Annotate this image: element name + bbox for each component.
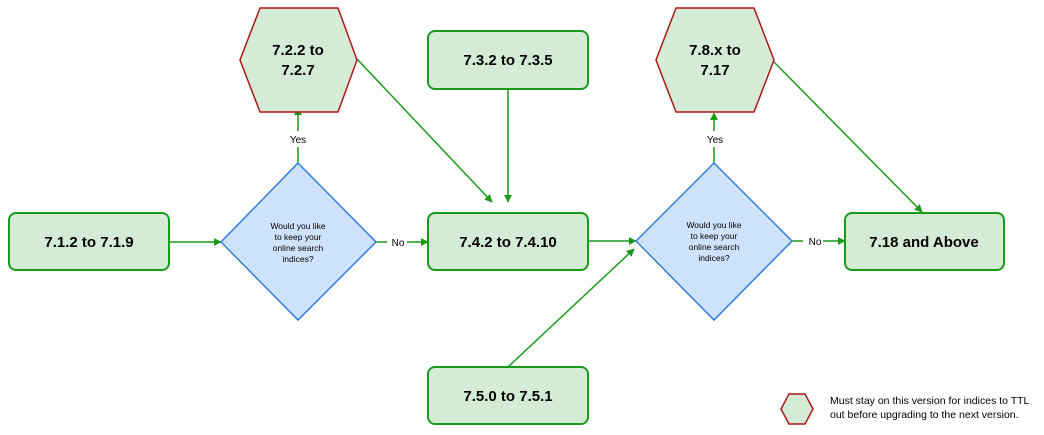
legend-text-line-1: Must stay on this version for indices to… [830, 395, 1030, 407]
node-label-line-2: 7.17 [700, 62, 729, 79]
node-label-line-2: 7.2.7 [281, 62, 314, 79]
arrow-78x-to-718 [772, 60, 923, 213]
node-7-18: 7.18 and Above [844, 212, 1005, 271]
node-label: 7.5.0 to 7.5.1 [463, 388, 552, 405]
node-label: 7.4.2 to 7.4.10 [459, 234, 557, 251]
edge-labels: Yes No Yes No [284, 131, 823, 249]
question-line-1: Would you like [270, 221, 325, 231]
edge-label-q1-no: No [392, 238, 405, 249]
legend-text-line-2: out before upgrading to the next version… [830, 409, 1019, 421]
decision-2: Would you like to keep your online searc… [634, 161, 794, 322]
question-line-2: to keep your [691, 231, 738, 241]
question-line-3: online search [273, 243, 324, 253]
edge-label-q2-yes: Yes [707, 135, 723, 146]
arrow-750-to-q2 [507, 248, 635, 368]
edge-label-q2-no: No [809, 237, 822, 248]
node-7-3-2: 7.3.2 to 7.3.5 [427, 30, 589, 90]
node-label-line-1: 7.8.x to [689, 42, 741, 59]
node-label: 7.1.2 to 7.1.9 [44, 234, 133, 251]
node-7-1-2: 7.1.2 to 7.1.9 [8, 212, 170, 271]
edge-label-q1-yes: Yes [290, 135, 306, 146]
question-line-1: Would you like [686, 220, 741, 230]
node-7-2-2-hexagon: 7.2.2 to 7.2.7 [239, 7, 358, 113]
question-line-3: online search [689, 242, 740, 252]
arrow-722-to-742 [356, 58, 493, 203]
node-7-4-2: 7.4.2 to 7.4.10 [427, 212, 589, 271]
node-label: 7.18 and Above [869, 234, 978, 251]
question-line-2: to keep your [275, 232, 322, 242]
question-line-4: indices? [698, 253, 729, 263]
legend: Must stay on this version for indices to… [780, 393, 1030, 425]
connectors [169, 58, 923, 368]
legend-hexagon-icon [780, 393, 814, 425]
node-label-line-1: 7.2.2 to [272, 42, 324, 59]
node-label: 7.3.2 to 7.3.5 [463, 52, 552, 69]
node-7-5-0: 7.5.0 to 7.5.1 [427, 366, 589, 425]
question-line-4: indices? [282, 254, 313, 264]
node-7-8-x-hexagon: 7.8.x to 7.17 [655, 7, 775, 113]
decision-1: Would you like to keep your online searc… [219, 161, 378, 322]
